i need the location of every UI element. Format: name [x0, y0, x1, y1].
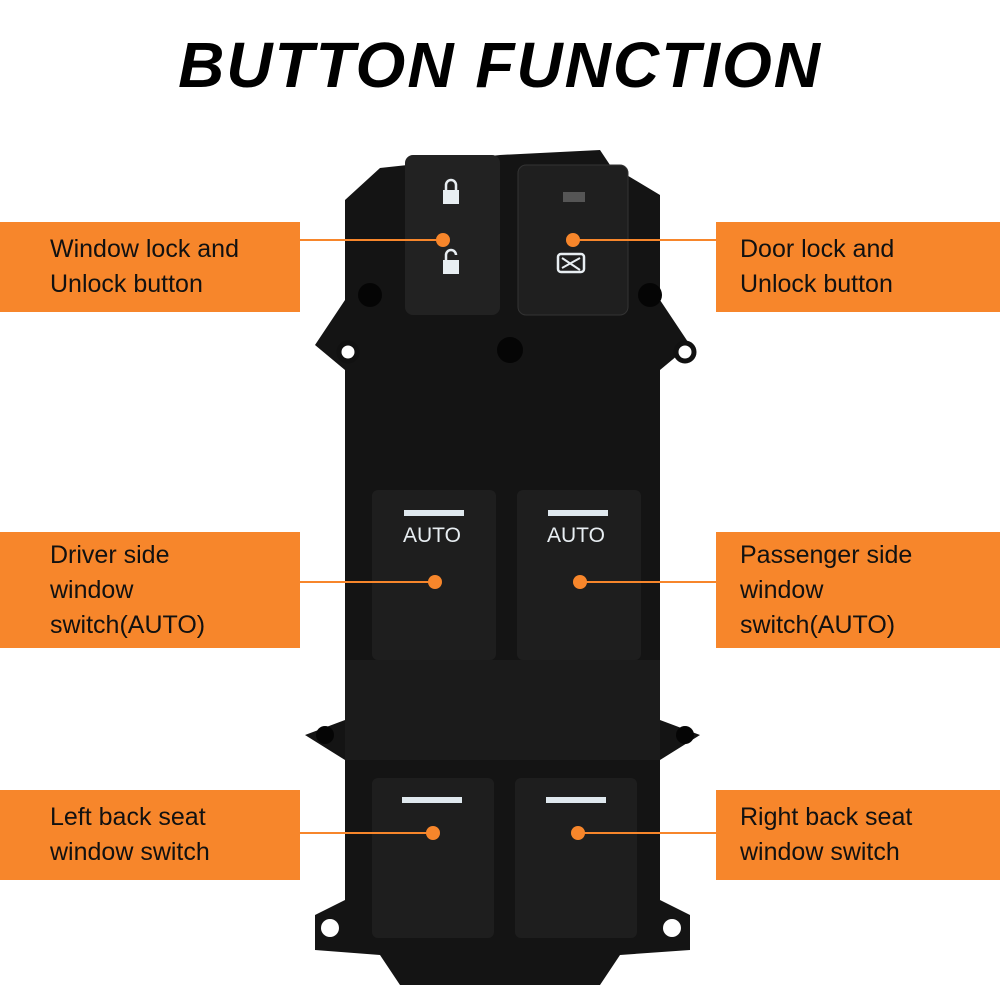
leader-line: [575, 239, 716, 241]
unlock-icon: [443, 248, 459, 274]
callout-passenger: Passenger side window switch(AUTO): [716, 532, 1000, 648]
callout-text: Right back seat window switch: [740, 803, 913, 866]
page-title: BUTTON FUNCTION: [178, 29, 822, 101]
marker-dot: [566, 233, 580, 247]
leader-line: [300, 239, 440, 241]
callout-driver: Driver side window switch(AUTO): [0, 532, 300, 648]
callout-text: Left back seat window switch: [50, 803, 210, 866]
left-back-window-switch[interactable]: [372, 778, 494, 938]
auto-label-passenger: AUTO: [547, 524, 605, 547]
marker-dot: [571, 826, 585, 840]
lock-icon: [443, 178, 459, 204]
leader-line: [580, 581, 716, 583]
callout-text: Door lock and Unlock button: [740, 235, 895, 298]
leader-line: [300, 581, 435, 583]
callout-text: Window lock and Unlock button: [50, 235, 239, 298]
callout-left-back: Left back seat window switch: [0, 790, 300, 880]
callout-window-lock: Window lock and Unlock button: [0, 222, 300, 312]
leader-line: [300, 832, 433, 834]
callout-door-lock: Door lock and Unlock button: [716, 222, 1000, 312]
marker-dot: [428, 575, 442, 589]
marker-dot: [436, 233, 450, 247]
auto-label-driver: AUTO: [403, 524, 461, 547]
marker-dot: [573, 575, 587, 589]
marker-dot: [426, 826, 440, 840]
window-lock-button[interactable]: [405, 155, 500, 315]
callout-text: Driver side window switch(AUTO): [50, 540, 206, 639]
door-lock-icon: [556, 252, 586, 274]
right-back-window-switch[interactable]: [515, 778, 637, 938]
callout-text: Passenger side window switch(AUTO): [740, 540, 913, 639]
callout-right-back: Right back seat window switch: [716, 790, 1000, 880]
leader-line: [578, 832, 716, 834]
